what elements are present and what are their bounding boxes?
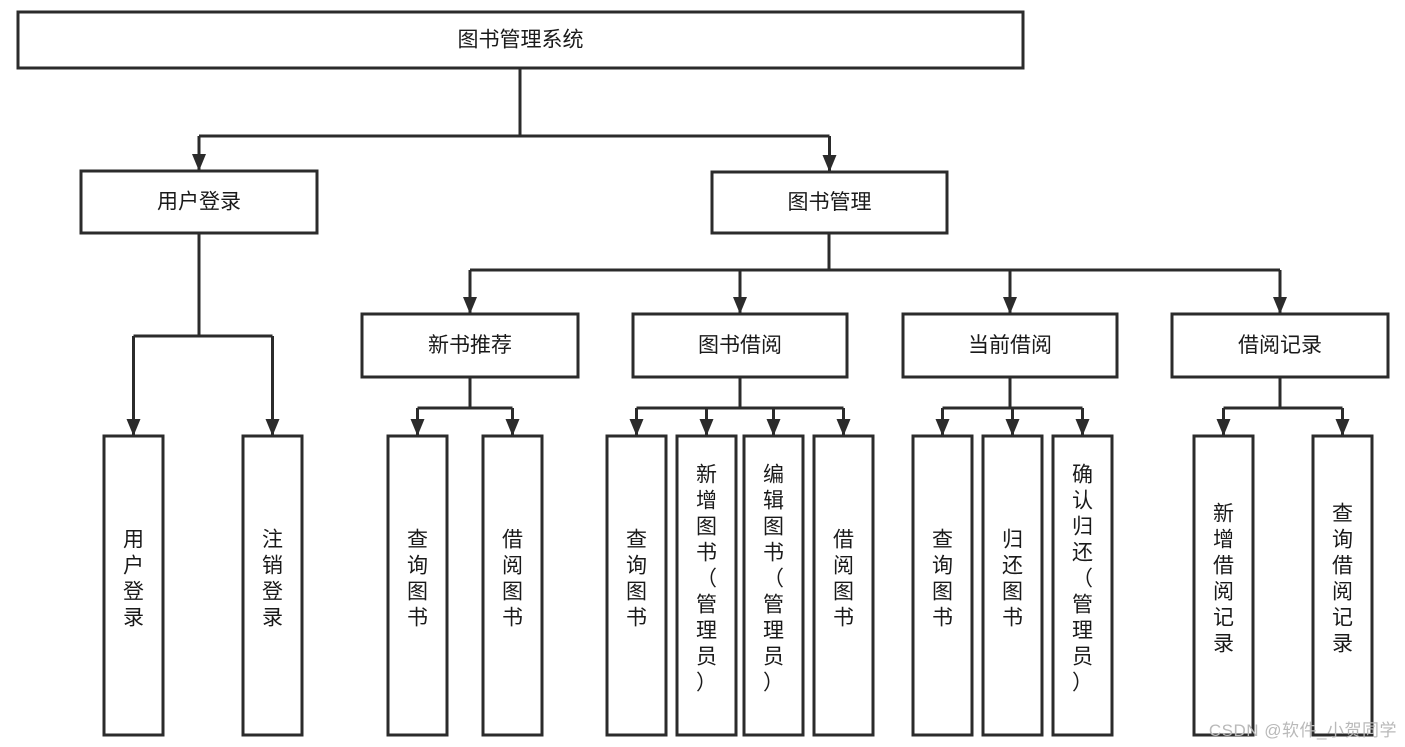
node-label-borrow-book-1: 借阅图书	[502, 529, 523, 630]
node-box-book-management	[710, 170, 949, 235]
arrow-icon	[733, 297, 747, 314]
arrow-icon	[766, 419, 781, 436]
arrow-icon	[1003, 297, 1017, 314]
node-label-query-book-1: 查询图书	[407, 529, 428, 630]
arrow-icon	[192, 154, 206, 171]
arrow-icon	[126, 419, 141, 436]
node-book-management[interactable]: 图书管理	[710, 170, 949, 235]
arrow-icon	[822, 155, 837, 172]
node-query-book-3[interactable]: 查询图书	[911, 434, 974, 737]
node-user-login[interactable]: 用户登录	[79, 169, 319, 235]
arrow-icon	[935, 419, 950, 436]
arrow-icon	[1216, 419, 1231, 436]
node-label-user-logout: 注销登录	[262, 529, 283, 630]
node-borrow-record[interactable]: 借阅记录	[1170, 312, 1390, 379]
node-layer: 图书管理系统用户登录图书管理用户登录注销登录新书推荐图书借阅当前借阅借阅记录查询…	[16, 10, 1390, 737]
node-confirm-return[interactable]: 确认归还（管理员）	[1051, 434, 1114, 737]
node-label-root: 图书管理系统	[458, 29, 584, 52]
node-label-edit-book: 编辑图书（管理员）	[763, 464, 784, 695]
node-box-query-book-3	[911, 434, 974, 737]
node-box-borrow-record	[1170, 312, 1390, 379]
node-box-return-book	[981, 434, 1044, 737]
node-query-book-2[interactable]: 查询图书	[605, 434, 668, 737]
arrow-icon	[463, 297, 477, 314]
node-label-user-login: 用户登录	[157, 191, 241, 214]
node-box-user-login	[79, 169, 319, 235]
node-box-user-login-do	[102, 434, 165, 737]
node-box-query-book-2	[605, 434, 668, 737]
node-box-new-book-recommend	[360, 312, 580, 379]
node-box-root	[16, 10, 1025, 70]
node-label-book-management: 图书管理	[788, 191, 872, 214]
node-root[interactable]: 图书管理系统	[16, 10, 1025, 70]
node-box-query-borrow-record	[1311, 434, 1374, 737]
node-label-confirm-return: 确认归还（管理员）	[1072, 464, 1093, 695]
node-label-current-borrow: 当前借阅	[968, 334, 1052, 357]
node-add-borrow-record[interactable]: 新增借阅记录	[1192, 434, 1255, 737]
node-add-book[interactable]: 新增图书（管理员）	[675, 434, 738, 737]
node-new-book-recommend[interactable]: 新书推荐	[360, 312, 580, 379]
node-box-add-borrow-record	[1192, 434, 1255, 737]
node-label-query-book-2: 查询图书	[626, 529, 647, 630]
arrow-icon	[1273, 297, 1287, 314]
node-current-borrow[interactable]: 当前借阅	[901, 312, 1119, 379]
node-box-book-borrow	[631, 312, 849, 379]
node-label-user-login-do: 用户登录	[123, 529, 144, 630]
arrow-icon	[265, 419, 280, 436]
node-box-edit-book	[742, 434, 805, 737]
node-label-return-book: 归还图书	[1002, 529, 1023, 630]
node-return-book[interactable]: 归还图书	[981, 434, 1044, 737]
node-label-borrow-record: 借阅记录	[1238, 334, 1322, 357]
arrow-icon	[629, 419, 644, 436]
node-query-book-1[interactable]: 查询图书	[386, 434, 449, 737]
node-label-query-borrow-record: 查询借阅记录	[1332, 503, 1353, 656]
arrow-icon	[836, 419, 851, 436]
node-label-book-borrow: 图书借阅	[698, 334, 782, 357]
node-label-add-borrow-record: 新增借阅记录	[1213, 503, 1234, 656]
node-box-borrow-book-1	[481, 434, 544, 737]
node-user-logout[interactable]: 注销登录	[241, 434, 304, 737]
node-box-borrow-book-2	[812, 434, 875, 737]
node-box-current-borrow	[901, 312, 1119, 379]
connector-layer	[126, 68, 1350, 436]
node-edit-book[interactable]: 编辑图书（管理员）	[742, 434, 805, 737]
node-label-add-book: 新增图书（管理员）	[696, 464, 717, 695]
node-borrow-book-2[interactable]: 借阅图书	[812, 434, 875, 737]
node-label-borrow-book-2: 借阅图书	[833, 529, 854, 630]
arrow-icon	[699, 419, 714, 436]
node-label-new-book-recommend: 新书推荐	[428, 334, 512, 357]
arrow-icon	[505, 419, 520, 436]
arrow-icon	[1335, 419, 1350, 436]
node-box-confirm-return	[1051, 434, 1114, 737]
node-box-query-book-1	[386, 434, 449, 737]
node-borrow-book-1[interactable]: 借阅图书	[481, 434, 544, 737]
node-box-add-book	[675, 434, 738, 737]
node-query-borrow-record[interactable]: 查询借阅记录	[1311, 434, 1374, 737]
node-book-borrow[interactable]: 图书借阅	[631, 312, 849, 379]
arrow-icon	[1005, 419, 1020, 436]
node-box-user-logout	[241, 434, 304, 737]
arrow-icon	[410, 419, 425, 436]
node-label-query-book-3: 查询图书	[932, 529, 953, 630]
node-user-login-do[interactable]: 用户登录	[102, 434, 165, 737]
arrow-icon	[1075, 419, 1090, 436]
